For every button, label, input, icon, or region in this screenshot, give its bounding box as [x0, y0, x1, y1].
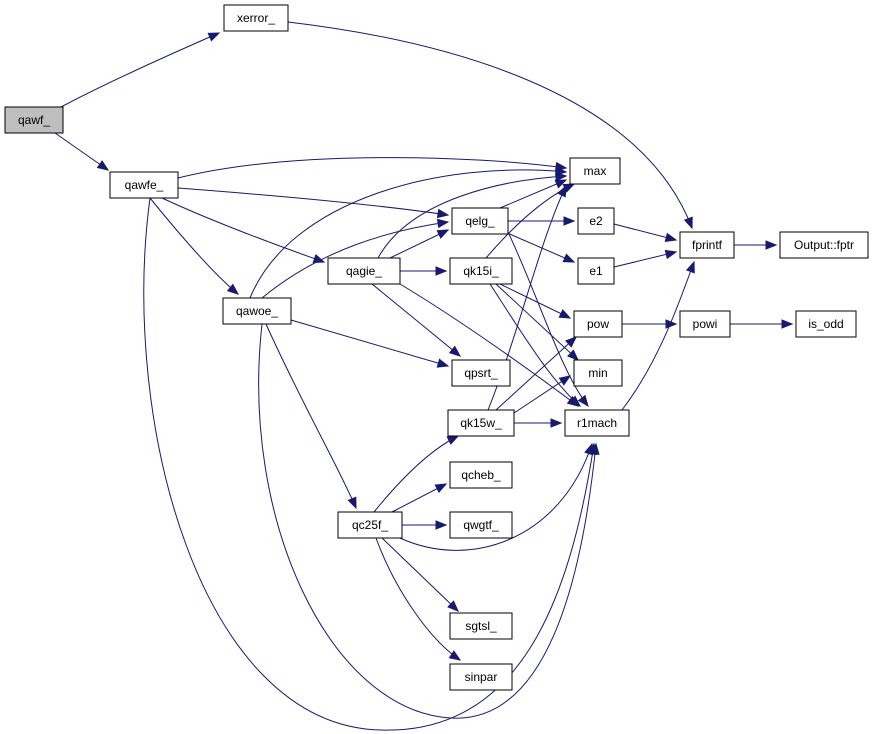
node-label: qcheb_ [461, 468, 501, 482]
node-label: qwgtf_ [463, 518, 499, 532]
node-qawfe[interactable]: qawfe_ [109, 171, 179, 199]
node-label: fprintf [692, 238, 723, 252]
node-xerror[interactable]: xerror_ [223, 4, 289, 32]
call-nodes: qawf_ xerror_ qawfe_ max qelg_ e2 fprintf Outpu… [4, 4, 869, 691]
edge-qelg-to-r1mach [507, 231, 589, 408]
node-qpsrt[interactable]: qpsrt_ [451, 359, 511, 387]
node-min[interactable]: min [573, 359, 623, 387]
node-label: qawoe_ [236, 304, 278, 318]
node-max[interactable]: max [569, 157, 621, 185]
node-label: sgtsl_ [465, 619, 497, 633]
edge-qelg-to-e1 [504, 231, 576, 263]
edge-qawoe-to-qc25f [265, 323, 357, 510]
node-sgtsl[interactable]: sgtsl_ [449, 612, 513, 640]
node-qawoe[interactable]: qawoe_ [222, 297, 292, 325]
edge-qk15w-to-r1mach [514, 418, 563, 428]
node-label: e1 [589, 264, 603, 278]
node-is-odd[interactable]: is_odd [795, 310, 857, 338]
node-fprintf[interactable]: fprintf [679, 231, 735, 259]
node-qk15w[interactable]: qk15w_ [447, 409, 515, 437]
node-powi[interactable]: powi [679, 310, 731, 338]
node-label: min [588, 366, 607, 380]
edge-qk15i-to-r1mach [489, 283, 582, 407]
edge-powi-to-is_odd [730, 319, 794, 329]
node-label: r1mach [577, 416, 617, 430]
node-qelg[interactable]: qelg_ [451, 207, 509, 235]
node-label: qagie_ [346, 264, 382, 278]
node-label: qc25f_ [352, 518, 388, 532]
edge-fprintf-to-output_fptr [734, 240, 778, 250]
edge-qk15i-to-pow [499, 283, 572, 319]
edge-e2-to-fprintf [613, 223, 678, 242]
edge-qk15i-to-min [495, 283, 579, 361]
edge-qagie-to-r1mach [399, 283, 580, 407]
node-qc25f[interactable]: qc25f_ [337, 511, 403, 539]
node-label: Output::fptr [794, 238, 854, 252]
edge-qawfe-to-qagie [161, 197, 326, 263]
edge-qawfe-to-qelg [177, 187, 450, 219]
edge-r1mach-to-fprintf [621, 260, 695, 411]
node-pow[interactable]: pow [573, 310, 623, 338]
node-label: xerror_ [237, 11, 275, 25]
edge-qawoe-to-qpsrt [290, 319, 450, 368]
edge-qawf-to-qawfe [54, 132, 110, 171]
node-label: is_odd [808, 317, 843, 331]
node-label: qpsrt_ [464, 366, 498, 380]
edge-xerror-to-fprintf [287, 21, 693, 230]
edge-qawoe-to-r1mach [258, 323, 600, 719]
node-r1mach[interactable]: r1mach [564, 409, 630, 437]
edge-qc25f-to-r1mach [399, 442, 594, 551]
edge-qc25f-to-qwgtf [402, 520, 448, 530]
node-label: sinpar [465, 670, 498, 684]
edge-qelg-to-max [499, 179, 568, 209]
edge-qawfe-to-max [177, 157, 568, 179]
edge-pow-to-powi [622, 319, 678, 329]
edge-qk15w-to-pow [495, 336, 577, 411]
edge-qawoe-to-qelg [261, 218, 450, 299]
node-qawf[interactable]: qawf_ [4, 106, 64, 134]
node-qcheb[interactable]: qcheb_ [449, 461, 513, 489]
edge-qagie-to-qk15i [400, 266, 448, 276]
edge-qelg-to-e2 [508, 216, 576, 226]
edge-qawfe-to-qawoe [149, 197, 240, 295]
edge-qawf-to-xerror [60, 32, 221, 108]
edge-qawoe-to-max [249, 166, 568, 299]
node-e2[interactable]: e2 [577, 207, 615, 235]
edge-qc25f-to-sgtsl [381, 537, 459, 612]
node-label: e2 [589, 214, 603, 228]
node-label: qelg_ [465, 214, 495, 228]
node-label: max [584, 164, 607, 178]
node-label: qk15i_ [463, 264, 499, 278]
node-output-fptr[interactable]: Output::fptr [779, 231, 869, 259]
edge-e1-to-fprintf [613, 249, 678, 268]
edge-qc25f-to-qcheb [391, 483, 448, 513]
call-edges [54, 21, 794, 731]
node-qwgtf[interactable]: qwgtf_ [449, 511, 513, 539]
node-label: qawf_ [18, 113, 50, 127]
node-e1[interactable]: e1 [577, 257, 615, 285]
node-label: qk15w_ [460, 416, 502, 430]
edge-qagie-to-qpsrt [371, 283, 462, 357]
edge-qc25f-to-sinpar [375, 537, 462, 661]
node-label: powi [693, 317, 718, 331]
node-qk15i[interactable]: qk15i_ [449, 257, 513, 285]
edge-qc25f-to-qk15w [373, 435, 460, 513]
edge-qagie-to-qelg [389, 229, 450, 259]
node-sinpar[interactable]: sinpar [449, 663, 513, 691]
node-label: pow [587, 317, 609, 331]
node-qagie[interactable]: qagie_ [327, 257, 401, 285]
edge-qk15w-to-min [513, 375, 572, 414]
node-label: qawfe_ [125, 178, 164, 192]
